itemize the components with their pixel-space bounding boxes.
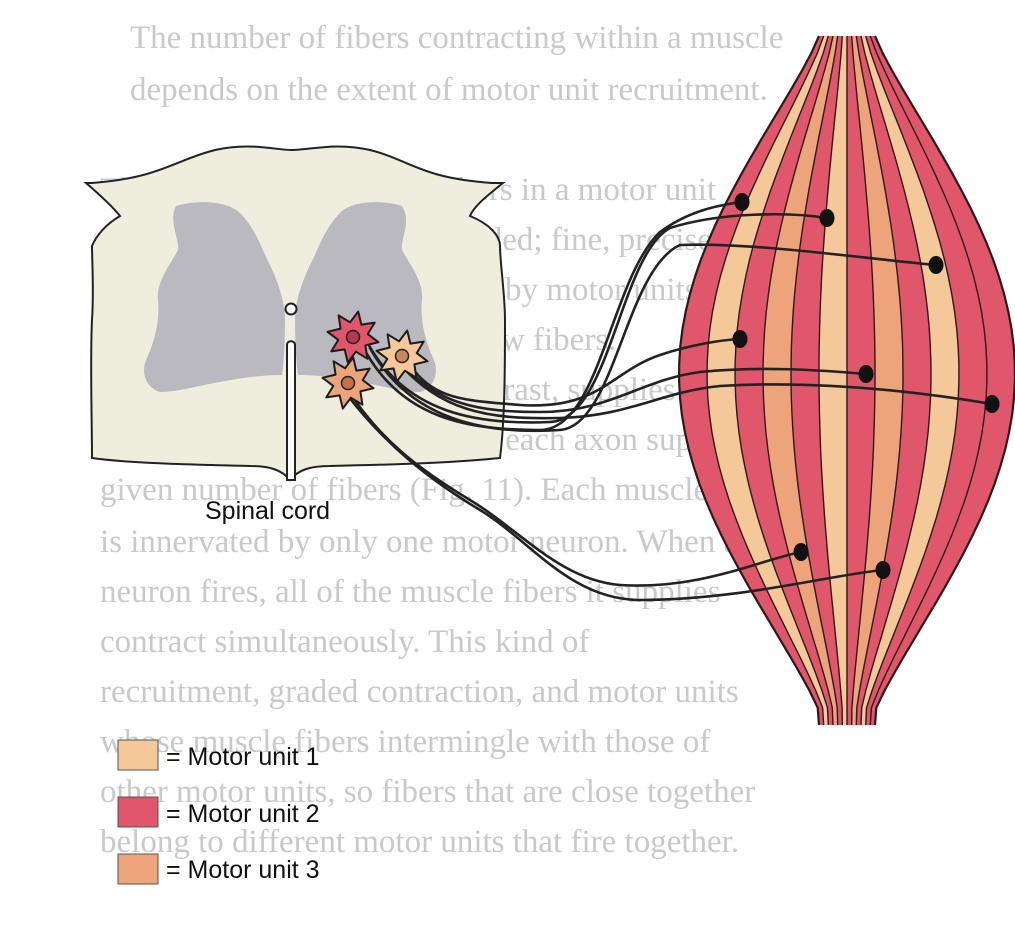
muscle [679, 36, 1015, 725]
neuromuscular-junction [985, 395, 1000, 413]
anterior-median-fissure [287, 341, 295, 480]
background-text-line: recruitment, graded contraction, and mot… [100, 674, 739, 710]
legend: = Motor unit 1 = Motor unit 2 = Motor un… [118, 740, 320, 884]
background-text-line: belong to different motor units that fir… [100, 824, 739, 860]
neuromuscular-junction [859, 365, 874, 383]
neuromuscular-junction [820, 209, 835, 227]
neuron-nucleus [347, 331, 360, 344]
background-text-line: depends on the extent of motor unit recr… [130, 72, 768, 108]
background-text-line: given number of fibers (Fig. 11). Each m… [100, 472, 779, 508]
legend-label-motor-unit-1: = Motor unit 1 [166, 743, 320, 771]
background-text-line: The number of fibers contracting within … [130, 20, 783, 56]
background-text-line: neuron fires, all of the muscle fibers i… [100, 574, 720, 610]
background-text-line: contract simultaneously. This kind of [100, 624, 589, 660]
neuromuscular-junction [794, 543, 809, 561]
legend-swatch-motor-unit-3 [118, 854, 158, 884]
neuron-nucleus [396, 350, 409, 363]
legend-swatch-motor-unit-2 [118, 797, 158, 827]
legend-label-motor-unit-2: = Motor unit 2 [166, 800, 320, 828]
neuromuscular-junction [876, 561, 891, 579]
legend-label-motor-unit-3: = Motor unit 3 [166, 856, 320, 884]
central-canal [286, 304, 297, 315]
neuromuscular-junction [929, 256, 944, 274]
legend-item-motor-unit-1: = Motor unit 1 [118, 740, 320, 771]
neuromuscular-junction [733, 330, 748, 348]
spinal-cord-label: Spinal cord [205, 497, 330, 525]
neuromuscular-junction [735, 193, 750, 211]
spinal-cord-section [86, 146, 505, 480]
legend-item-motor-unit-3: = Motor unit 3 [118, 854, 320, 884]
legend-swatch-motor-unit-1 [118, 740, 158, 770]
legend-item-motor-unit-2: = Motor unit 2 [118, 797, 320, 828]
neuron-nucleus [342, 377, 355, 390]
background-text-line: is innervated by only one motor neuron. … [100, 524, 825, 560]
